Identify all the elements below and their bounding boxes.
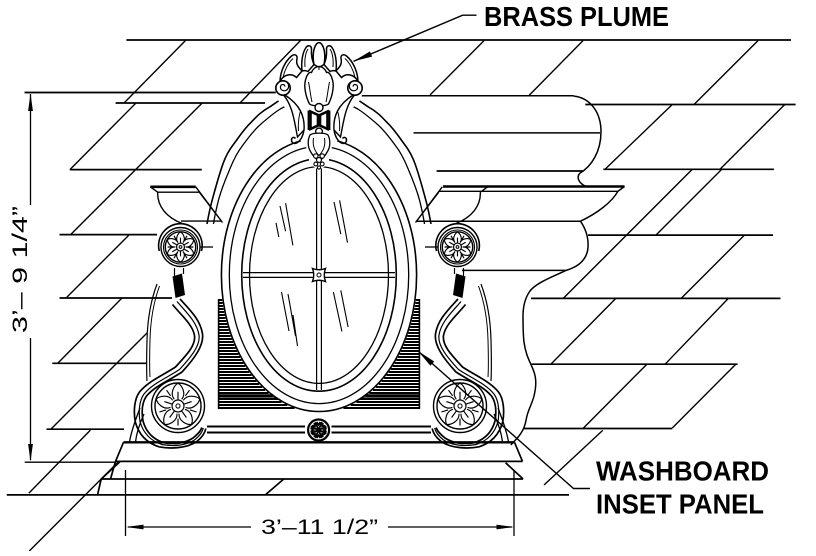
svg-text:BRASS PLUME: BRASS PLUME (484, 1, 669, 32)
svg-text:3’– 9 1/4”: 3’– 9 1/4” (8, 206, 32, 333)
svg-text:3’–11 1/2”: 3’–11 1/2” (261, 515, 378, 539)
svg-text:WASHBOARD: WASHBOARD (596, 456, 769, 487)
svg-text:INSET PANEL: INSET PANEL (596, 489, 764, 520)
